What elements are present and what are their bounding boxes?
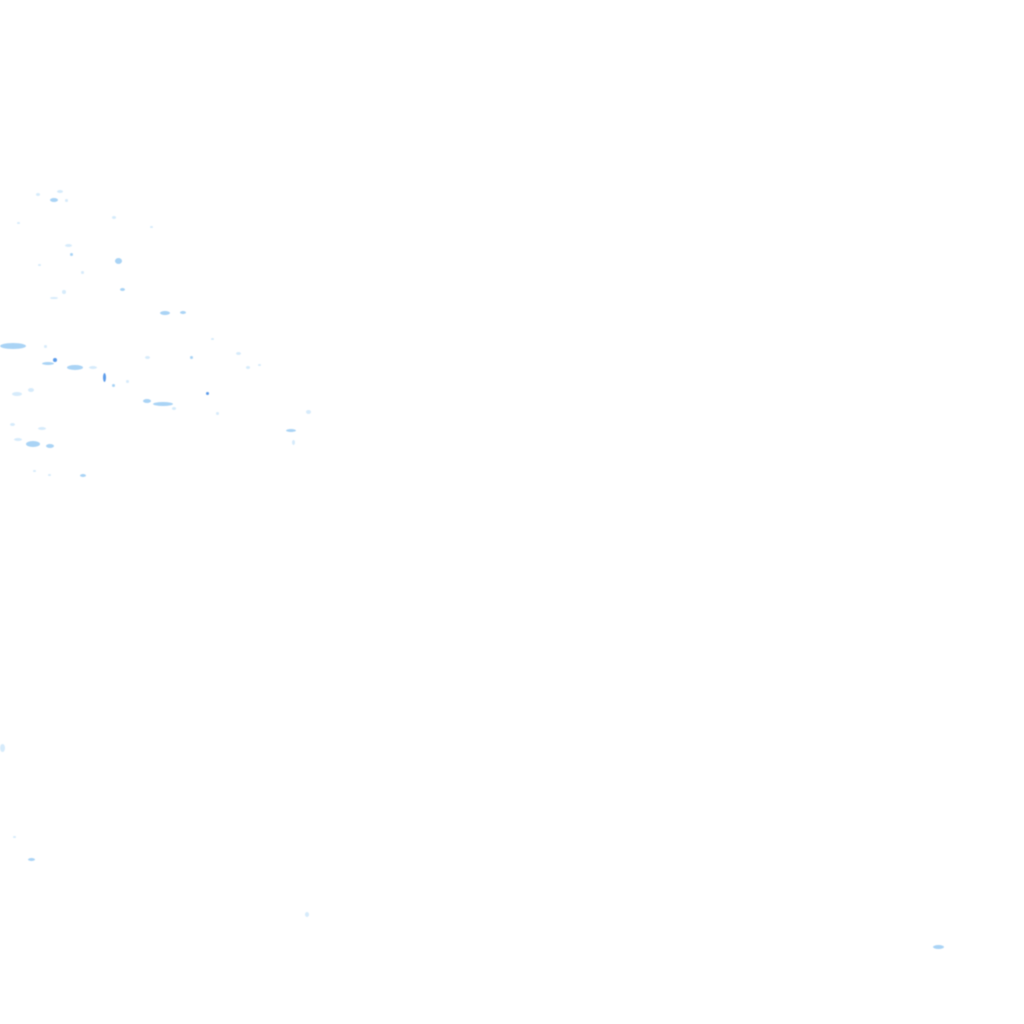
blue-speck [126,380,129,383]
blue-speck [172,407,176,410]
blue-speck [28,858,35,861]
blue-speck [112,384,115,387]
blue-speck [180,311,186,314]
blue-speck [28,388,34,392]
blue-speck [0,744,5,752]
blue-speck [153,402,173,406]
blue-speck [62,290,66,294]
blue-speck [12,392,22,396]
blue-speck [933,945,944,949]
blue-speck [44,345,47,348]
blue-speck [26,441,40,447]
blue-speck [160,311,170,315]
blue-speck [81,271,84,274]
blue-speck [211,338,214,340]
blue-speck [120,288,125,291]
blue-speck [14,438,22,441]
blue-speck [50,297,58,299]
blue-speck [80,474,86,477]
blue-speck [292,440,295,445]
blue-speck [65,244,72,247]
blue-speck [33,470,36,472]
blue-speck [258,364,261,366]
blue-speck [53,358,57,362]
blue-speck [10,423,15,426]
blue-speck [145,356,150,359]
blue-speck [305,912,309,917]
blue-speck [89,366,97,369]
blue-speck [70,253,73,256]
blue-speck [216,412,219,415]
blue-speck [46,444,54,448]
blue-speck [115,258,122,264]
blue-speck [65,199,68,202]
blue-speck [112,216,116,219]
blue-speck [57,190,63,193]
blue-speck [206,392,209,395]
blue-speck [0,343,26,349]
blue-speck [38,264,41,266]
blue-speck [38,427,46,430]
blue-speck [190,356,193,359]
blue-speck [36,193,40,196]
blue-speck [42,362,54,365]
blue-speck [306,410,311,414]
blue-speck [236,352,241,355]
blue-speck [150,226,153,228]
blue-speck [67,365,83,370]
blue-speck [286,429,296,432]
blue-speck [50,198,58,202]
blue-speck [48,474,51,476]
blue-speck [246,366,250,369]
blue-speck [143,399,151,403]
blue-speck [17,222,20,224]
blue-speck [103,373,106,382]
blue-speck [13,836,16,838]
